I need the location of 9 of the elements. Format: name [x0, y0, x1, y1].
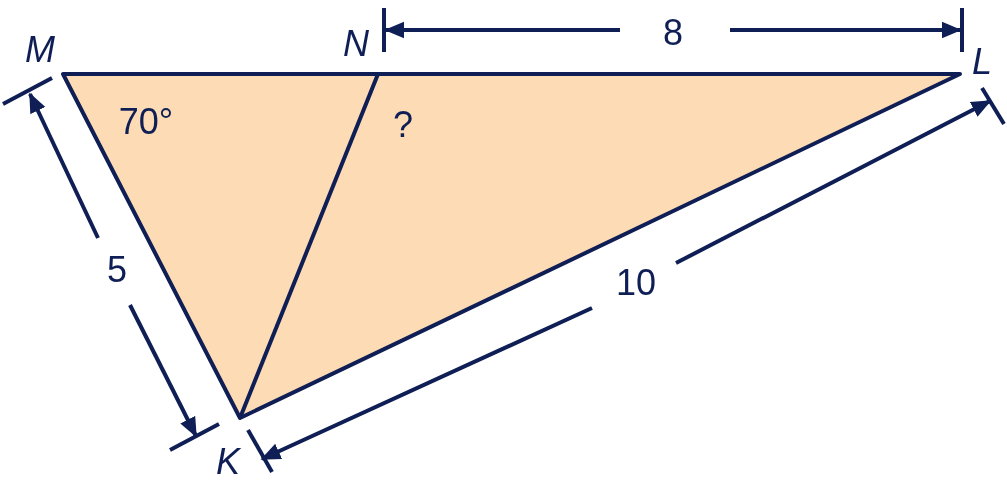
vertex-label: L	[972, 44, 992, 80]
vertex-label: M	[25, 32, 55, 68]
dimension-label: 8	[663, 15, 683, 51]
vertex-label: N	[343, 26, 369, 62]
vertex-label: K	[216, 444, 240, 480]
angle-label: 70°	[118, 104, 174, 140]
dimension-label: 10	[616, 265, 656, 301]
angle-label: ?	[393, 107, 413, 143]
dimension-label: 5	[107, 252, 127, 288]
